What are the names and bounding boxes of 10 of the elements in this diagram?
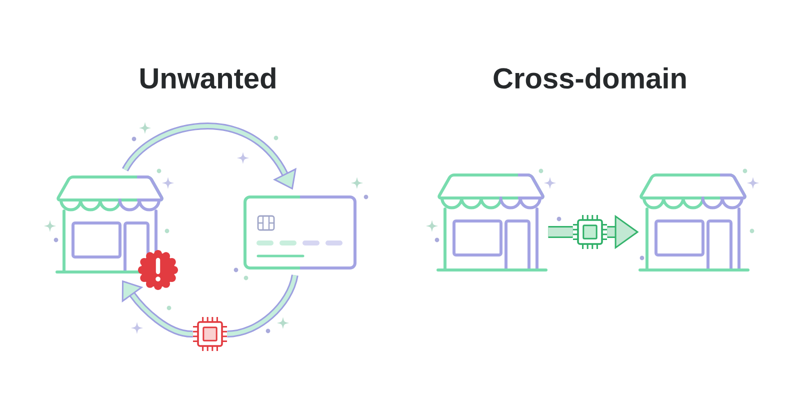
connector-line <box>548 226 573 238</box>
store-icon <box>638 174 750 272</box>
credit-card-icon <box>244 196 356 270</box>
chip-icon <box>572 214 608 250</box>
connector-line <box>226 274 298 338</box>
arrow <box>122 280 193 338</box>
chip-icon <box>192 316 228 352</box>
heading: Unwanted <box>140 67 276 89</box>
store-icon <box>436 174 548 272</box>
heading: Cross-domain <box>494 67 686 89</box>
